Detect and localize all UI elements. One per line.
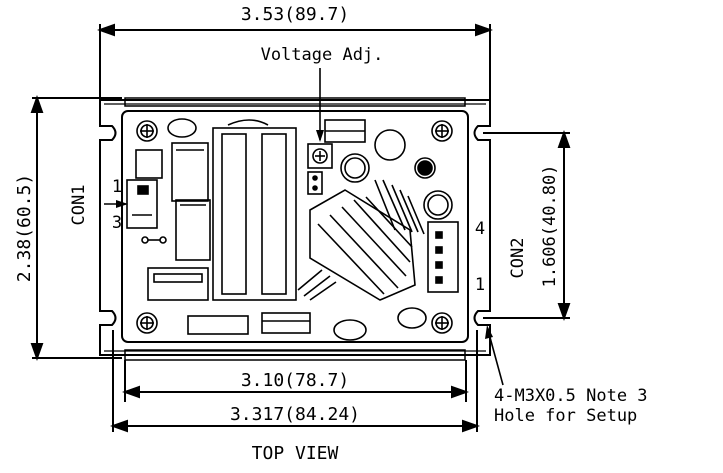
main-transformer [212,127,297,301]
dim-bottom-outer-label: 3.317(84.24) [230,404,360,425]
con2-label: CON2 [508,238,528,279]
view-title: TOP VIEW [252,443,339,464]
hole-note-callout: 4-M3X0.5 Note 3 Hole for Setup [485,325,648,426]
dim-top-width-label: 3.53(89.7) [241,4,349,25]
screw-bottom-left-icon [136,312,158,334]
screw-top-right-icon [431,120,453,142]
dim-bottom-inner-label: 3.10(78.7) [241,370,349,391]
pcb-components [126,118,459,341]
con2-pin-top: 4 [475,219,485,239]
screw-bottom-right-icon [431,312,453,334]
dimension-left-height: 2.38(60.5) [14,95,122,361]
dimension-bottom-inner: 3.10(78.7) [122,360,469,402]
screw-top-left-icon [136,120,158,142]
con1-pin-top: 1 [112,177,122,197]
con1-label: CON1 [69,185,89,226]
hole-note-line2: Hole for Setup [494,406,637,426]
dim-right-mount-label: 1.606(40.80) [540,165,560,288]
corner-screw-icons [136,120,453,334]
con2-pin-bottom: 1 [475,275,485,295]
pcb-board [121,110,469,343]
dimension-bottom-outer: 3.317(84.24) [110,330,480,433]
dimension-top-width: 3.53(89.7) [97,4,493,100]
chassis-plate [99,97,491,361]
hole-note-line1: 4-M3X0.5 Note 3 [494,386,648,406]
voltage-adj-label: Voltage Adj. [261,45,384,65]
heatsink [309,189,416,301]
con1-callout: CON1 1 3 [69,177,128,233]
con1-pin-bottom: 3 [112,213,122,233]
dimension-right-mount: 1.606(40.80) [483,130,571,321]
dim-left-height-label: 2.38(60.5) [14,174,35,282]
voltage-adj-pot-icon [307,143,333,169]
con2-callout: 4 1 CON2 [475,219,528,295]
voltage-adj-callout: Voltage Adj. [261,45,384,142]
con1-connector [126,179,158,229]
con2-connector [427,221,459,293]
